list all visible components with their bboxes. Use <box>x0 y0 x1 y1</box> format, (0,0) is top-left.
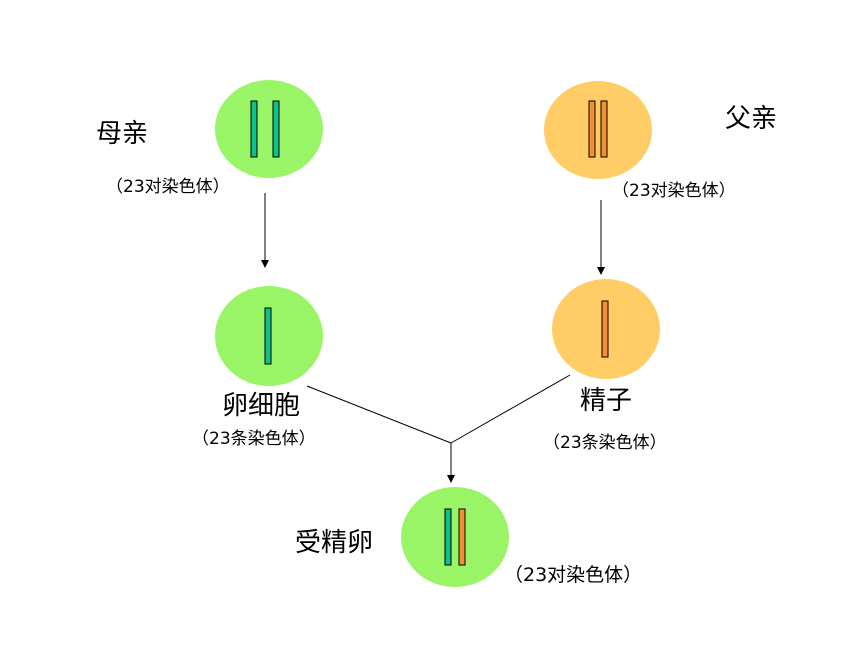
sperm-label: 精子 <box>580 386 633 416</box>
zygote-chromosome-maternal <box>444 508 452 566</box>
zygote-label: 受精卵 <box>295 528 374 558</box>
father-chromosome-1 <box>588 100 596 158</box>
mother-cell-body <box>215 80 323 178</box>
mother-chromosome-1 <box>250 100 258 158</box>
zygote-cell-body <box>401 487 509 587</box>
sperm-chromosome <box>601 300 609 358</box>
father-cell-body <box>544 81 652 179</box>
sperm-cell <box>552 279 660 379</box>
egg-merge-line <box>306 385 452 444</box>
mother-label: 母亲 <box>96 119 149 149</box>
mother-cell <box>215 80 323 178</box>
zygote-chromosome-paternal <box>458 508 466 566</box>
egg-cell <box>215 286 323 386</box>
mother-chromosome-2 <box>272 100 280 158</box>
sperm-merge-line <box>450 374 571 444</box>
egg-chromosome-count: （23条染色体） <box>192 429 316 449</box>
sperm-chromosome-count: （23条染色体） <box>543 433 667 453</box>
egg-label: 卵细胞 <box>222 391 301 421</box>
father-chromosome-count: （23对染色体） <box>612 181 736 201</box>
zygote-chromosome-count: （23对染色体） <box>504 564 643 586</box>
egg-chromosome <box>264 307 272 365</box>
mother-chromosome-count: （23对染色体） <box>106 177 230 197</box>
zygote-cell <box>401 487 509 587</box>
father-label: 父亲 <box>725 104 778 134</box>
father-cell <box>544 81 652 179</box>
father-chromosome-2 <box>600 100 608 158</box>
